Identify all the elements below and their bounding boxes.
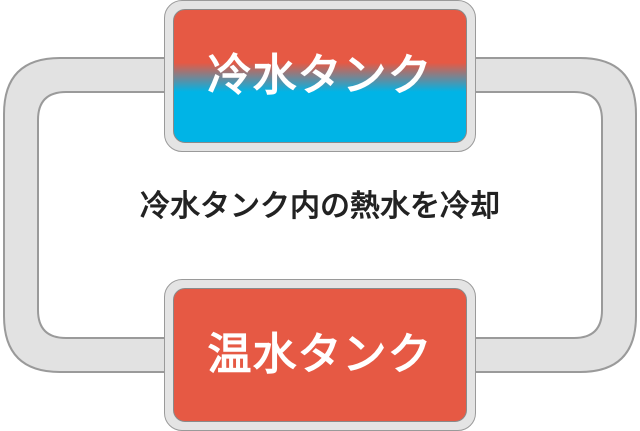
cold-water-tank-label: 冷水タンク — [207, 50, 433, 101]
hot-water-tank-label: 温水タンク — [207, 329, 433, 380]
cold-water-tank: 冷水タンク — [164, 0, 476, 152]
cooling-caption: 冷水タンク内の熱水を冷却 — [140, 189, 500, 224]
cold-water-tank-body: 冷水タンク — [173, 9, 467, 143]
pipe-inner-edge — [37, 91, 603, 339]
hot-water-tank: 温水タンク — [164, 279, 476, 431]
hot-water-tank-body: 温水タンク — [173, 288, 467, 422]
